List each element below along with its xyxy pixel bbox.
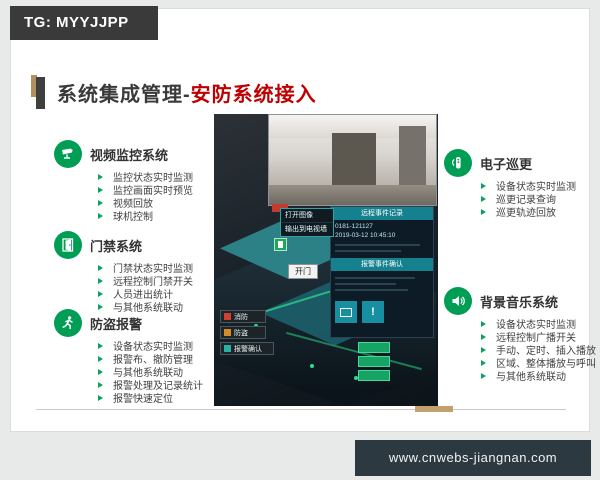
monitor-button[interactable]: [335, 301, 357, 323]
footer-divider-accent: [415, 406, 453, 412]
section-title: 背景音乐系统: [480, 294, 559, 310]
arrow-bullet-icon: [98, 277, 108, 284]
arrow-bullet-icon: [98, 355, 108, 362]
arrow-bullet-icon: [481, 195, 491, 202]
arrow-bullet-icon: [98, 381, 108, 388]
fire-subsystem-button[interactable]: 消防: [220, 310, 266, 323]
list-item: 远程控制广播开关: [481, 330, 600, 344]
section-title: 电子巡更: [480, 156, 533, 172]
record-row: 2019-03-12 10:45:10: [335, 232, 396, 239]
arrow-bullet-icon: [481, 182, 491, 189]
device-dot: [354, 376, 358, 380]
arrow-bullet-icon: [98, 186, 108, 193]
door-marker-icon: [274, 238, 287, 251]
cctv-camera-icon: [54, 140, 82, 168]
list-item: 与其他系统联动: [98, 300, 224, 314]
list-item: 区域、整体播放与呼叫: [481, 356, 600, 370]
fire-icon: [224, 313, 231, 320]
arrow-bullet-icon: [481, 359, 491, 366]
feature-list: 门禁状态实时监测 远程控制门禁开关 人员进出统计 与其他系统联动: [54, 261, 224, 314]
alarm-confirm-header: 报警事件确认: [331, 258, 433, 271]
alert-button[interactable]: !: [362, 301, 384, 323]
list-item: 手动、定时、插入播放: [481, 343, 600, 357]
records-panel-header: 远程事件记录: [331, 207, 433, 220]
alarm-confirm-button[interactable]: 报警确认: [220, 342, 274, 355]
list-item: 视频回放: [98, 196, 224, 210]
feature-list: 设备状态实时监测 报警布、撤防管理 与其他系统联动 报警处理及记录统计 报警快速…: [54, 339, 224, 405]
floor-nav-button[interactable]: [358, 356, 390, 367]
list-item: 报警处理及记录统计: [98, 378, 224, 392]
cctv-corridor-view: [268, 114, 437, 206]
section-background-music: 背景音乐系统 设备状态实时监测 远程控制广播开关 手动、定时、插入播放 区域、整…: [444, 287, 600, 383]
list-item: 门禁状态实时监测: [98, 261, 224, 275]
list-item: 监控画面实时预览: [98, 183, 224, 197]
section-access-control: 门禁系统 门禁状态实时监测 远程控制门禁开关 人员进出统计 与其他系统联动: [54, 231, 224, 314]
footer-divider: [36, 409, 566, 410]
section-electronic-patrol: 电子巡更 设备状态实时监测 巡更记录查询 巡更轨迹回放: [444, 149, 600, 219]
section-video-surveillance: 视频监控系统 监控状态实时监测 监控画面实时预览 视频回放 球机控制: [54, 140, 224, 223]
arrow-bullet-icon: [98, 368, 108, 375]
list-item: 与其他系统联动: [98, 365, 224, 379]
slide: 系统集成管理-安防系统接入 视频监控系统 监控状态实时监测 监控画面实时预览 视…: [10, 8, 596, 432]
arrow-bullet-icon: [98, 394, 108, 401]
arrow-bullet-icon: [98, 290, 108, 297]
title-prefix: 系统集成管理-: [57, 83, 191, 106]
arrow-bullet-icon: [98, 212, 108, 219]
arrow-bullet-icon: [98, 303, 108, 310]
title-accent-bar: [31, 75, 49, 109]
website-footer: www.cnwebs-jiangnan.com: [355, 440, 591, 476]
list-item: 球机控制: [98, 209, 224, 223]
list-item: 设备状态实时监测: [481, 317, 600, 331]
title-highlight: 安防系统接入: [190, 83, 317, 106]
arrow-bullet-icon: [481, 372, 491, 379]
arrow-bullet-icon: [98, 264, 108, 271]
floor-nav-button[interactable]: [358, 370, 390, 381]
speaker-icon: [444, 287, 472, 315]
feature-list: 监控状态实时监测 监控画面实时预览 视频回放 球机控制: [54, 170, 224, 223]
arrow-bullet-icon: [98, 173, 108, 180]
section-title: 门禁系统: [90, 238, 143, 254]
device-dot: [310, 364, 314, 368]
open-door-button[interactable]: 开门: [288, 264, 318, 279]
list-item: 监控状态实时监测: [98, 170, 224, 184]
list-item: 远程控制门禁开关: [98, 274, 224, 288]
burglar-icon: [224, 329, 231, 336]
record-row: 0181-121127: [335, 223, 373, 230]
floor-nav-button[interactable]: [358, 342, 390, 353]
section-title: 防盗报警: [90, 316, 143, 332]
event-records-panel: 远程事件记录 0181-121127 2019-03-12 10:45:10 报…: [330, 206, 434, 338]
feature-list: 设备状态实时监测 远程控制广播开关 手动、定时、插入播放 区域、整体播放与呼叫 …: [444, 317, 600, 383]
list-item: 报警快速定位: [98, 391, 224, 405]
list-item: 与其他系统联动: [481, 369, 600, 383]
list-item: 巡更记录查询: [481, 192, 600, 206]
arrow-bullet-icon: [481, 333, 491, 340]
burglar-subsystem-button[interactable]: 防盗: [220, 326, 266, 339]
watermark-badge: TG: MYYJJPP: [10, 6, 158, 40]
camera-context-menu: 打开图像 输出到电视墙: [280, 208, 334, 237]
arrow-bullet-icon: [481, 208, 491, 215]
list-item: 报警布、撤防管理: [98, 352, 224, 366]
arrow-bullet-icon: [481, 320, 491, 327]
list-item: 巡更轨迹回放: [481, 205, 600, 219]
list-item: 设备状态实时监测: [98, 339, 224, 353]
ibms-3d-screenshot: 打开图像 输出到电视墙 开门 消防 防盗 报警确认 远程事件记录 0181-12…: [214, 114, 438, 406]
confirm-icon: [224, 345, 231, 352]
door-icon: [54, 231, 82, 259]
page-title: 系统集成管理-安防系统接入: [31, 75, 317, 109]
menu-item-output-tv-wall[interactable]: 输出到电视墙: [281, 222, 333, 236]
patrol-device-icon: [444, 149, 472, 177]
arrow-bullet-icon: [98, 342, 108, 349]
arrow-bullet-icon: [481, 346, 491, 353]
arrow-bullet-icon: [98, 199, 108, 206]
running-person-icon: [54, 309, 82, 337]
section-intrusion-alarm: 防盗报警 设备状态实时监测 报警布、撤防管理 与其他系统联动 报警处理及记录统计…: [54, 309, 224, 405]
section-title: 视频监控系统: [90, 147, 169, 163]
list-item: 设备状态实时监测: [481, 179, 600, 193]
list-item: 人员进出统计: [98, 287, 224, 301]
feature-list: 设备状态实时监测 巡更记录查询 巡更轨迹回放: [444, 179, 600, 219]
menu-item-open-image[interactable]: 打开图像: [285, 212, 313, 219]
